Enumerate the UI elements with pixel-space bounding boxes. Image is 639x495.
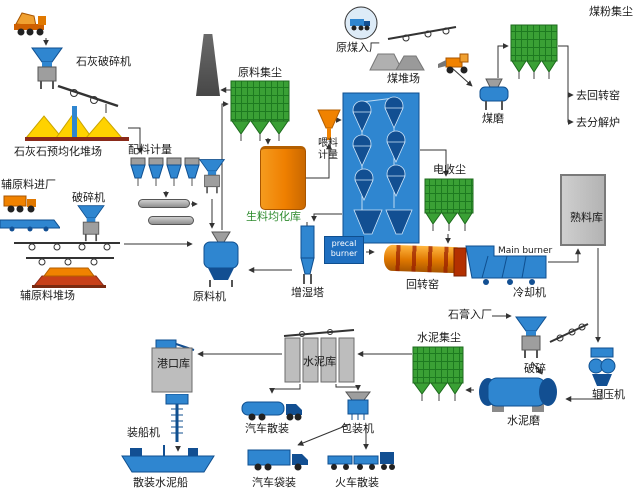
roller-press-icon [582, 346, 622, 388]
coal-bag-filter-icon [510, 24, 558, 80]
grate-cooler-icon [452, 244, 548, 286]
esp-bag-filter-icon [424, 178, 474, 232]
conveyor-icon [56, 80, 120, 114]
label-to-calciner: 去分解炉 [576, 116, 620, 129]
cement-ball-mill-icon [474, 372, 564, 414]
cement-bag-filter-icon [412, 346, 464, 402]
label-aux-inbound: 辅原料进厂 [1, 178, 56, 191]
coal-truck-icon [344, 6, 378, 40]
label-humidifying-tower: 增湿塔 [291, 286, 324, 299]
limestone-stockpile-icon [24, 106, 130, 142]
incline-conveyor-icon [548, 318, 590, 346]
mixer-truck-icon [12, 6, 50, 38]
bulk-ship-icon [118, 444, 218, 476]
port-silo-icon [148, 338, 196, 394]
label-cooler: 冷却机 [513, 286, 546, 299]
label-roller-press: 辊压机 [592, 388, 625, 401]
aux-crusher-icon [76, 204, 106, 242]
aux-stockpile-icon [32, 262, 106, 288]
label-truck-bulk: 汽车散装 [245, 422, 289, 435]
label-cement-dust-collector: 水泥集尘 [417, 331, 461, 344]
coal-mill-icon [474, 78, 514, 112]
label-train-bulk: 火车散装 [335, 476, 379, 489]
label-batching-metering: 配料计量 [128, 143, 172, 156]
bulk-tanker-truck-icon [240, 394, 304, 422]
label-raw-coal-inbound: 原煤入厂 [336, 41, 380, 54]
label-bulk-cement-ship: 散装水泥船 [133, 476, 188, 489]
dump-truck-icon [2, 188, 40, 216]
screw-conveyor-icon [148, 216, 194, 225]
humidifying-tower-icon [292, 222, 322, 286]
ship-loader-icon [156, 394, 200, 446]
raw-meal-silo-icon [260, 146, 306, 210]
cement-silos-icon [282, 326, 356, 384]
clinker-silo-icon [560, 174, 606, 246]
train-icon [326, 450, 398, 472]
raw-mill-icon [194, 230, 246, 288]
label-limestone-yard: 石灰石预均化堆场 [14, 145, 102, 158]
precal-burner-box: precal burner [324, 236, 364, 264]
batching-hoppers-icon [130, 156, 204, 190]
limestone-crusher-icon [30, 46, 64, 90]
label-main-burner: Main burner [498, 246, 553, 256]
cyclone-preheater-icon [342, 92, 420, 244]
label-raw-meal-silo: 生料均化库 [246, 210, 301, 223]
label-gypsum-inbound: 石膏入厂 [448, 308, 492, 321]
label-aux-crusher: 破碎机 [72, 191, 105, 204]
label-cement-mill: 水泥磨 [507, 414, 540, 427]
label-esp: 电收尘 [433, 163, 466, 176]
bag-truck-icon [246, 444, 310, 472]
label-feed-metering: 喂料计量 [318, 138, 338, 161]
coal-stockpile-icon [368, 48, 426, 72]
label-coal-mill: 煤磨 [482, 112, 504, 125]
wheel-loader-icon [436, 50, 472, 76]
label-truck-bag: 汽车袋装 [252, 476, 296, 489]
label-cement-silo: 水泥库 [303, 355, 336, 368]
belt-conveyor-icon [24, 252, 116, 266]
label-coal-dust-collector: 煤粉集尘 [589, 5, 633, 18]
label-coal-yard: 煤堆场 [387, 72, 420, 85]
label-ship-loader: 装船机 [127, 426, 160, 439]
screw-conveyor-icon [138, 199, 190, 208]
feed-metering-hopper-icon [316, 108, 342, 144]
bucket-elevator-icon [198, 154, 226, 198]
label-aux-yard: 辅原料堆场 [20, 289, 75, 302]
label-raw-mill: 原料机 [193, 290, 226, 303]
packing-machine-icon [338, 390, 378, 422]
label-to-rotary-kiln: 去回转窑 [576, 89, 620, 102]
label-raw-dust-collector: 原料集尘 [238, 66, 282, 79]
precal-burner-label: precal burner [330, 239, 358, 258]
label-limestone-crusher: 石灰破碎机 [76, 55, 131, 68]
label-rotary-kiln: 回转窑 [406, 278, 439, 291]
coal-conveyor-icon [386, 22, 458, 44]
belt-conveyor-icon [12, 236, 122, 252]
label-bagging-machine: 包装机 [341, 422, 374, 435]
label-clinker-silo: 熟料库 [570, 211, 603, 224]
label-crushing: 破碎 [524, 362, 546, 375]
label-port-silo: 港口库 [157, 357, 190, 370]
raw-bag-filter-icon [230, 80, 290, 142]
gypsum-crusher-icon [514, 314, 548, 360]
feed-conveyor-icon [0, 216, 60, 232]
